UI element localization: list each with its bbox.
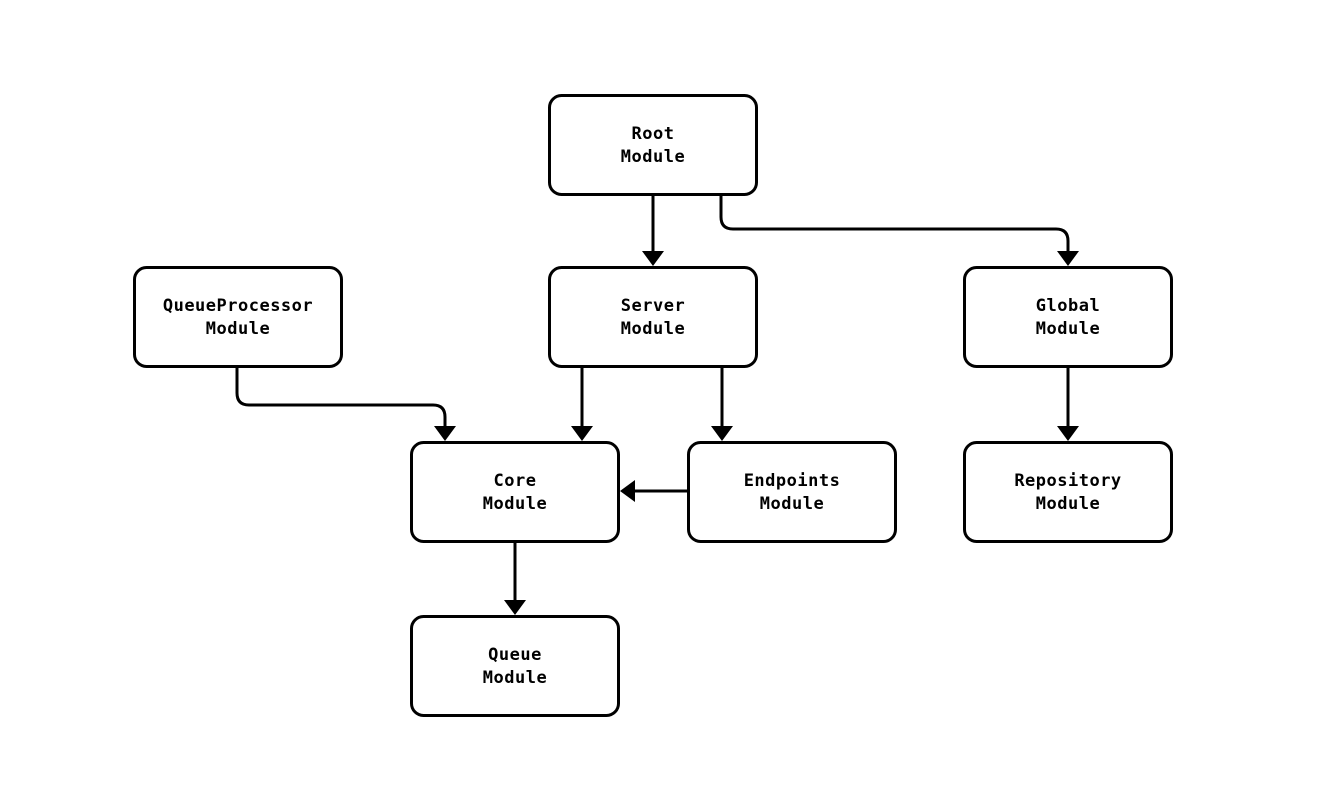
edge-global-to-repository: [1057, 368, 1079, 441]
arrowhead-icon: [711, 426, 733, 441]
edge-core-to-queue: [504, 543, 526, 615]
arrowhead-icon: [642, 251, 664, 266]
node-label-line1: Queue: [488, 645, 542, 665]
arrowhead-icon: [1057, 426, 1079, 441]
edge-line: [719, 196, 1070, 252]
node-label-line2: Module: [483, 494, 547, 514]
edge-line: [235, 368, 447, 427]
node-label-line1: QueueProcessor: [163, 296, 313, 316]
node-label-line2: Module: [1036, 319, 1100, 339]
node-label-line1: Repository: [1014, 471, 1121, 491]
node-box[interactable]: [548, 94, 758, 196]
edge-endpoints-to-core: [620, 480, 687, 502]
node-label-line2: Module: [206, 319, 270, 339]
node-label-line1: Root: [632, 124, 675, 144]
node-label-line1: Global: [1036, 296, 1100, 316]
node-label-line2: Module: [621, 147, 685, 167]
edge-server-to-endpoints: [711, 368, 733, 441]
arrowhead-icon: [571, 426, 593, 441]
node-box[interactable]: [548, 266, 758, 368]
node-label-line2: Module: [1036, 494, 1100, 514]
node-box[interactable]: [133, 266, 343, 368]
node-label-line1: Core: [494, 471, 537, 491]
edges-layer: [235, 196, 1079, 615]
nodes-layer: RootModuleQueueProcessorModuleServerModu…: [133, 94, 1173, 717]
node-box[interactable]: [963, 266, 1173, 368]
edge-server-to-core: [571, 368, 593, 441]
edge-root-to-server: [642, 196, 664, 266]
node-box[interactable]: [410, 441, 620, 543]
edge-root-to-global: [719, 196, 1079, 266]
arrowhead-icon: [620, 480, 635, 502]
arrowhead-icon: [434, 426, 456, 441]
node-label-line2: Module: [483, 668, 547, 688]
arrowhead-icon: [504, 600, 526, 615]
node-label-line2: Module: [760, 494, 824, 514]
edge-queueprocessor-to-core: [235, 368, 456, 441]
node-box[interactable]: [963, 441, 1173, 543]
node-label-line1: Endpoints: [744, 471, 841, 491]
node-label-line2: Module: [621, 319, 685, 339]
node-label-line1: Server: [621, 296, 685, 316]
arrowhead-icon: [1057, 251, 1079, 266]
node-box[interactable]: [410, 615, 620, 717]
node-box[interactable]: [687, 441, 897, 543]
